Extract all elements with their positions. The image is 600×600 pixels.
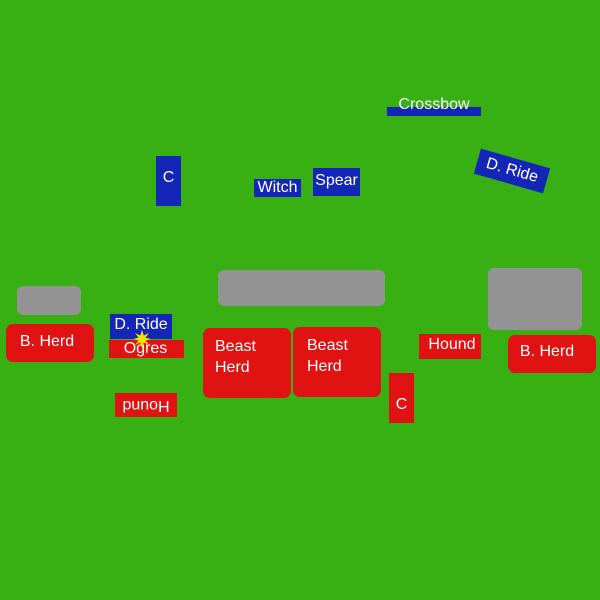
unit-label-line2: Herd <box>215 359 250 377</box>
terrain-right <box>488 268 582 330</box>
blue-unit-dread-ride-right[interactable]: D. Ride <box>473 148 551 194</box>
red-unit-beast-herd-2[interactable]: Beast Herd <box>293 327 381 397</box>
red-unit-beast-herd-right[interactable]: B. Herd <box>508 335 596 373</box>
unit-label-line1: Beast <box>307 337 348 354</box>
unit-label: B. Herd <box>19 332 75 350</box>
unit-label-line1: Beast <box>215 338 256 355</box>
starburst-icon <box>133 330 151 348</box>
red-unit-c[interactable]: C <box>389 373 414 423</box>
unit-label: Hound <box>122 397 170 415</box>
unit-label: C <box>162 168 175 186</box>
red-unit-beast-herd-left[interactable]: B. Herd <box>6 324 94 362</box>
unit-label: D. Ride <box>114 316 168 334</box>
blue-unit-witch[interactable]: Witch <box>254 179 301 197</box>
unit-label: Hound <box>428 336 476 354</box>
blue-unit-c[interactable]: C <box>156 156 181 206</box>
starburst-shape <box>133 330 151 348</box>
red-unit-ogres[interactable]: Ogres <box>109 340 184 358</box>
unit-label: Witch <box>257 178 298 196</box>
terrain-left <box>17 286 81 315</box>
red-unit-beast-herd-1[interactable]: Beast Herd <box>203 328 291 398</box>
red-unit-hound-rotated[interactable]: Hound <box>115 393 177 417</box>
unit-label: Spear <box>315 171 358 189</box>
red-unit-hound[interactable]: Hound <box>419 334 481 359</box>
blue-unit-crossbow[interactable]: Crossbow <box>387 96 481 116</box>
unit-label: B. Herd <box>519 342 575 360</box>
unit-label: C <box>395 395 408 413</box>
terrain-center <box>218 270 385 306</box>
unit-label-line2: Herd <box>307 358 342 376</box>
unit-label: D. Ride <box>484 154 541 186</box>
unit-label: Crossbow <box>398 96 470 114</box>
unit-label: Ogres <box>123 339 168 357</box>
blue-unit-spear[interactable]: Spear <box>313 168 360 196</box>
